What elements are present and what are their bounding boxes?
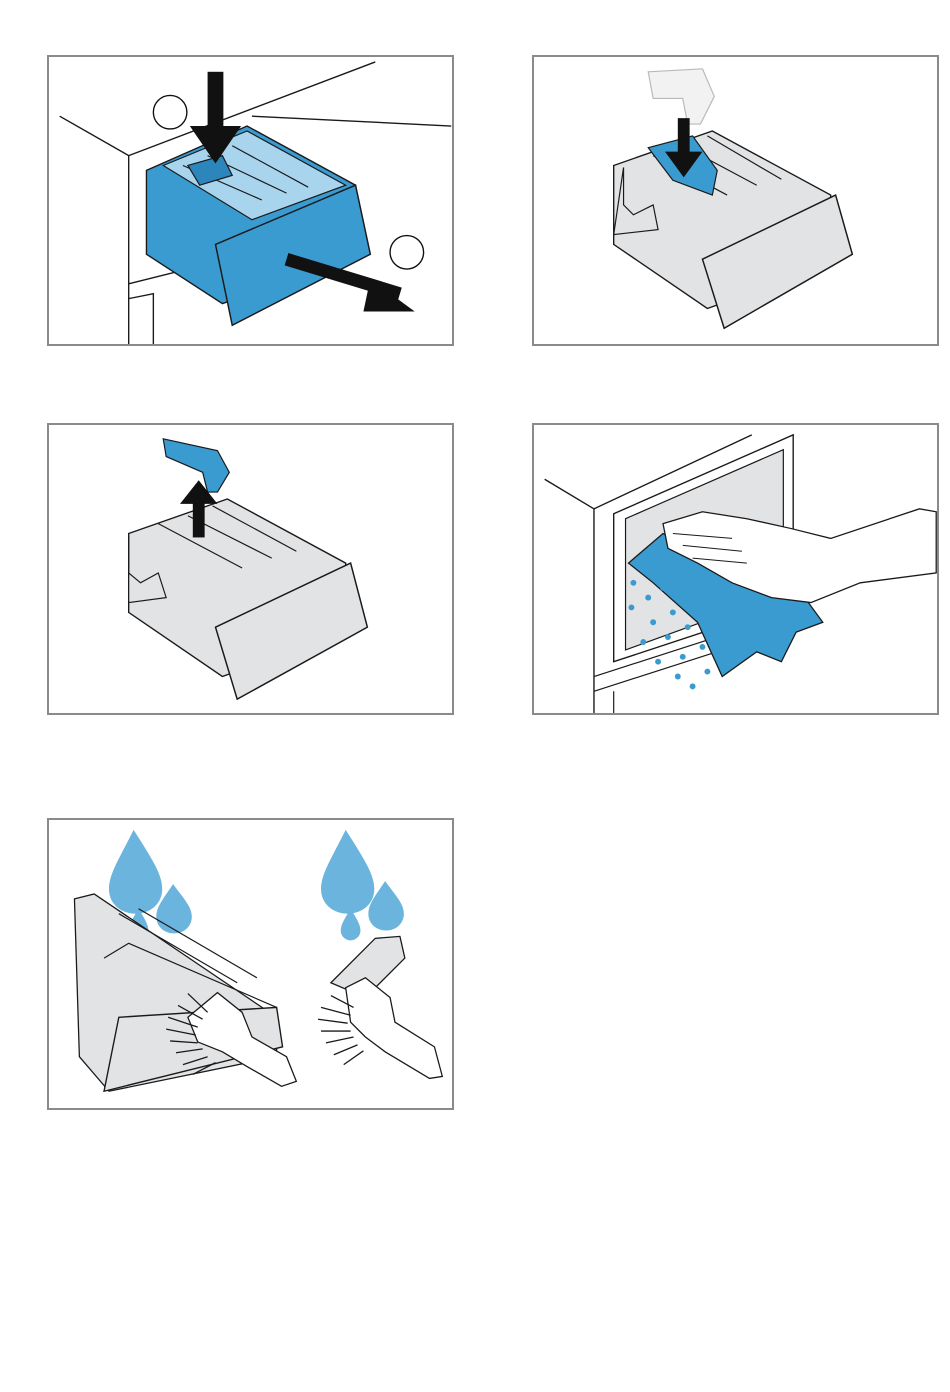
illustration-insert-insert [534, 57, 937, 344]
illustration-rinse-brush [49, 820, 452, 1108]
brush-icon [318, 978, 442, 1079]
illustration-wipe-recess [534, 425, 937, 713]
water-drop-icon [321, 830, 404, 940]
figure-wipe-recess [532, 423, 939, 715]
figure-rinse-brush [47, 818, 454, 1110]
illustration-remove-insert [49, 425, 452, 713]
figure-insert-insert [532, 55, 939, 346]
step-marker-1 [153, 95, 187, 129]
step-marker-2 [390, 236, 424, 270]
figure-remove-insert [47, 423, 454, 715]
illustration-remove-drawer [49, 57, 452, 344]
figure-remove-drawer [47, 55, 454, 346]
